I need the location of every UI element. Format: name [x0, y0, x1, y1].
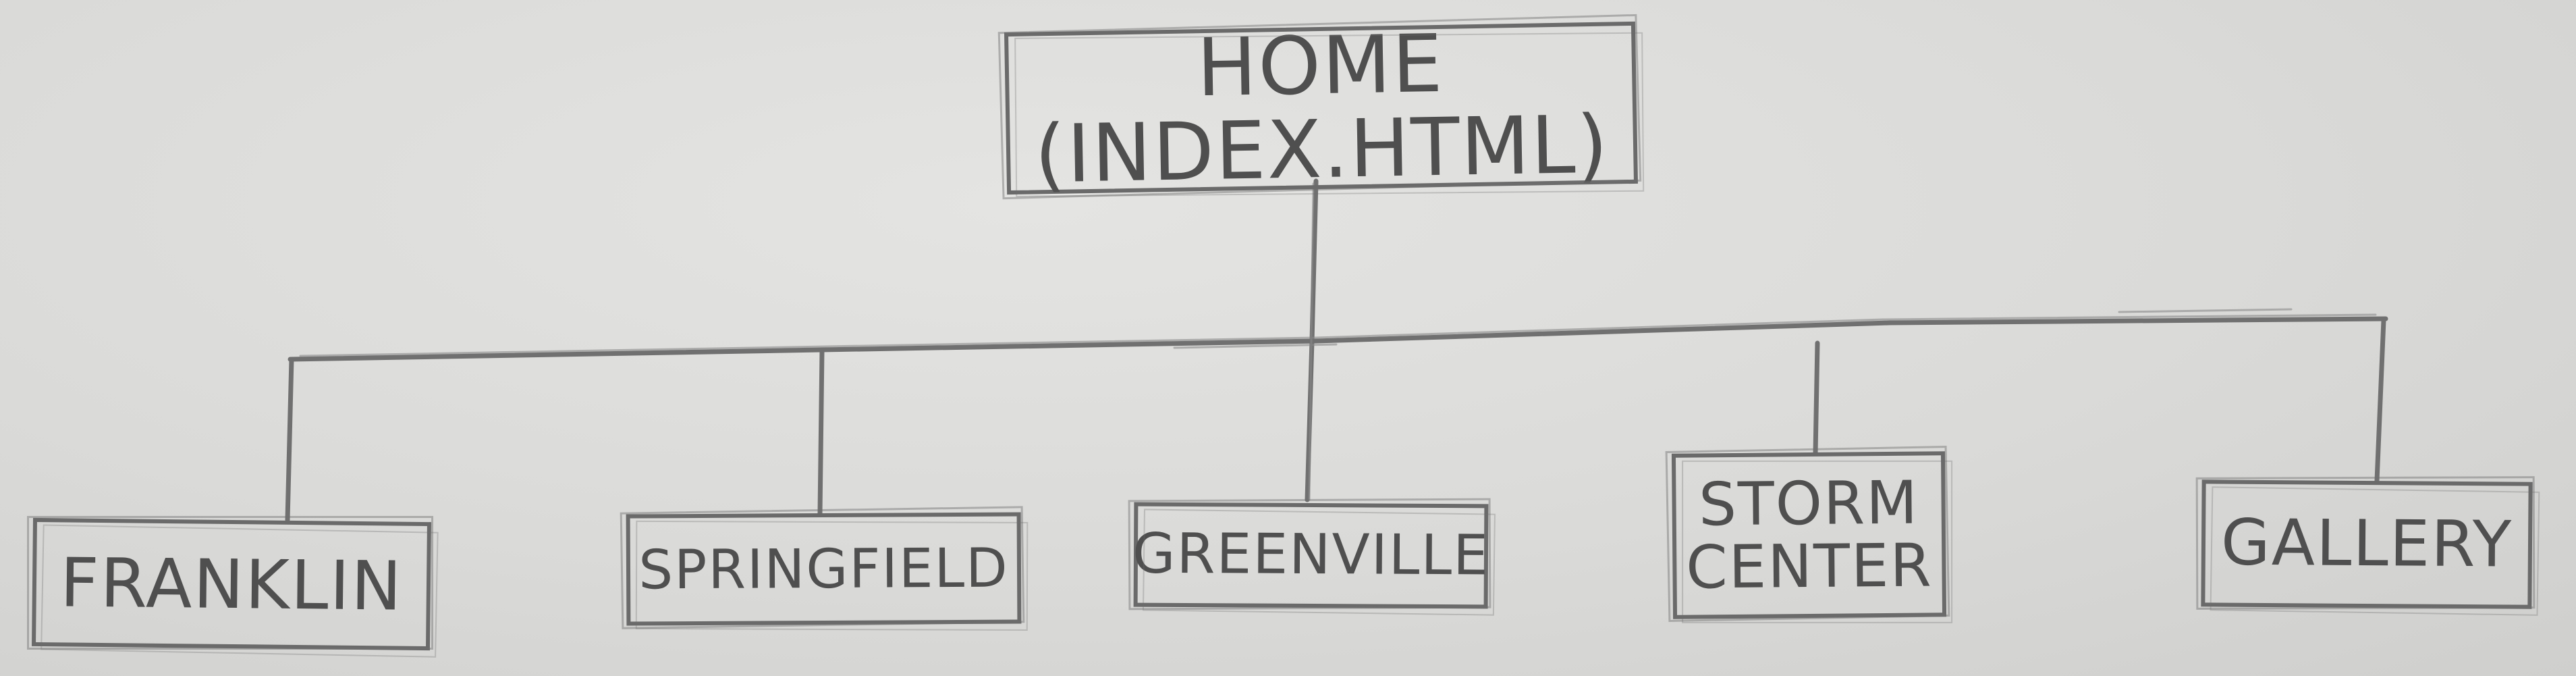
- connector-horizontal-bus: [287, 316, 2388, 362]
- node-springfield-label: SPRINGFIELD: [638, 536, 1009, 601]
- node-gallery: GALLERY: [2201, 479, 2533, 609]
- node-springfield: SPRINGFIELD: [626, 512, 1022, 626]
- node-greenville-label: GREENVILLE: [1132, 522, 1490, 588]
- connector-drop-franklin: [285, 357, 294, 523]
- node-franklin-label: FRANKLIN: [59, 542, 404, 626]
- node-storm-center-label: STORM CENTER: [1685, 467, 1934, 602]
- connector-drop-springfield: [817, 348, 825, 516]
- connector-drop-storm-center: [1813, 340, 1820, 457]
- node-franklin: FRANKLIN: [32, 517, 431, 651]
- node-storm-center: STORM CENTER: [1671, 451, 1947, 619]
- node-greenville: GREENVILLE: [1132, 502, 1490, 609]
- node-gallery-label: GALLERY: [2220, 506, 2513, 582]
- node-home: HOME (INDEX.HTML): [1004, 16, 1639, 201]
- connector-drop-gallery: [2374, 317, 2386, 484]
- node-home-label: HOME (INDEX.HTML): [1033, 16, 1610, 201]
